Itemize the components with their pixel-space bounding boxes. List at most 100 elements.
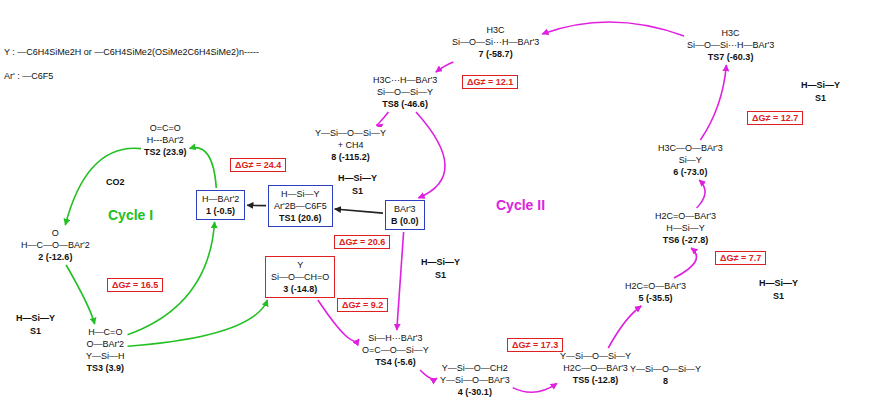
reaction-arrow: [420, 370, 437, 379]
barrier-box: ΔG≠ = 20.6: [334, 235, 390, 249]
atom-label: O=C—O—Si—Y: [361, 344, 430, 356]
atom-label: H2C—O—BAr'3: [562, 362, 629, 374]
atom-label: BAr'3: [393, 203, 417, 215]
reagent-label: H—Si—Y: [16, 312, 55, 324]
reaction-arrow: [247, 205, 266, 207]
highlight-box: YSi—O—CH=O3 (-14.8): [265, 256, 335, 298]
atom-label: H—C=O: [87, 326, 123, 338]
atom-label: H—Si—Y: [280, 188, 321, 200]
barrier-box: ΔG≠ = 17.3: [507, 338, 563, 352]
reagent-label: S1: [773, 290, 784, 302]
atom-label: Si—H···BAr'3: [367, 332, 423, 344]
species-structure: H3CSi—O—Si···H—BAr'3TS7 (-60.3): [686, 27, 775, 63]
barrier-value: ΔG≠ = 16.5: [111, 279, 159, 291]
reagent-label: S1: [352, 185, 363, 197]
atom-label: H3C: [486, 24, 506, 36]
species-label: TS2 (23.9): [143, 146, 188, 158]
reagent-label: CO2: [106, 176, 125, 188]
species-label: 4 (-30.1): [457, 386, 493, 398]
species-label: 5 (-35.5): [637, 292, 673, 304]
reaction-arrow: [700, 65, 726, 140]
reagent-label: S1: [815, 92, 826, 104]
reagent-label: H—Si—Y: [759, 277, 798, 289]
species-structure: H3C—O—BAr'3Si—Y6 (-73.0): [657, 142, 724, 178]
atom-label: O—BAr'2: [85, 338, 125, 350]
atom-label: Y—Si—O—Si—Y: [314, 127, 387, 139]
barrier-value: ΔG≠ = 7.7: [719, 252, 762, 264]
atom-label: H3C—O—BAr'3: [657, 142, 724, 154]
reaction-arrow: [190, 148, 217, 188]
species-structure: H2C=O—BAr'35 (-35.5): [624, 280, 687, 304]
atom-label: Si—Y: [678, 154, 703, 166]
species-label: TS7 (-60.3): [707, 51, 755, 63]
reaction-arrow: [397, 232, 404, 330]
species-structure: O=C=OH---BAr'2TS2 (23.9): [143, 122, 188, 158]
atom-label: + CH4: [337, 139, 365, 151]
note-text: Ar' : —C6F5: [4, 70, 53, 82]
species-label: B (0.0): [390, 215, 420, 227]
atom-label: H—BAr'2: [201, 193, 240, 205]
reagent-label: H—Si—Y: [801, 79, 840, 91]
highlight-box: BAr'3B (0.0): [385, 200, 425, 230]
atom-label: O=C=O: [149, 122, 182, 134]
atom-label: Y: [296, 259, 304, 271]
reaction-arrow: [436, 62, 454, 72]
species-structure: Si—H···BAr'3O=C—O—Si—YTS4 (-5.6): [361, 332, 430, 368]
species-label: 8: [662, 375, 669, 387]
barrier-value: ΔG≠ = 12.1: [466, 76, 514, 88]
reaction-arrow: [335, 209, 383, 213]
barrier-value: ΔG≠ = 24.4: [234, 159, 282, 171]
atom-label: Y—Si—O—CH2: [441, 362, 509, 374]
reaction-arrow: [416, 112, 445, 198]
barrier-box: ΔG≠ = 12.7: [747, 111, 803, 125]
species-label: TS6 (-27.8): [662, 234, 710, 246]
highlight-box: H—BAr'21 (-0.5): [196, 190, 245, 220]
species-label: TS8 (-46.6): [381, 98, 429, 110]
reaction-arrow: [513, 383, 557, 392]
reaction-arrow: [697, 180, 705, 208]
atom-label: H—C—O—BAr'2: [20, 239, 91, 251]
reaction-arrow: [608, 306, 641, 348]
species-label: 2 (-12.6): [37, 251, 73, 263]
reaction-arrow: [542, 22, 684, 36]
atom-label: Y—Si—O—Si—Y: [629, 363, 702, 375]
atom-label: Y—Si—O—Si—Y: [559, 350, 632, 362]
species-label: 8 (-115.2): [330, 151, 371, 163]
atom-label: Si—O—Si···H—BAr'3: [451, 36, 540, 48]
species-structure: H3CSi—O—Si···H—BAr'37 (-58.7): [451, 24, 540, 60]
barrier-box: ΔG≠ = 7.7: [715, 251, 766, 265]
atom-label: H2C=O—BAr'3: [624, 280, 687, 292]
reagent-label: H—Si—Y: [338, 172, 377, 184]
atom-label: H---BAr'2: [146, 134, 185, 146]
reagent-label: H—Si—Y: [421, 256, 460, 268]
species-structure: Y—Si—O—Si—Y8: [629, 363, 702, 387]
atom-label: Ar'2B—C6F5: [273, 200, 328, 212]
atom-label: O: [51, 227, 60, 239]
species-structure: H2C=O—BAr'3H—Si—YTS6 (-27.8): [654, 210, 717, 246]
highlight-box: H—Si—YAr'2B—C6F5TS1 (20.6): [268, 185, 333, 227]
species-label: 3 (-14.8): [282, 283, 318, 295]
species-structure: Y—Si—O—Si—YH2C—O—BAr'3TS5 (-12.8): [559, 350, 632, 386]
species-label: TS5 (-12.8): [572, 374, 620, 386]
barrier-box: ΔG≠ = 9.2: [337, 298, 388, 312]
atom-label: Y—Si—H: [85, 350, 126, 362]
species-label: 6 (-73.0): [672, 166, 708, 178]
species-label: TS1 (20.6): [278, 212, 323, 224]
species-structure: H3C···H—BAr'3Si—O—Si—YTS8 (-46.6): [372, 74, 438, 110]
atom-label: H2C=O—BAr'3: [654, 210, 717, 222]
barrier-value: ΔG≠ = 17.3: [511, 339, 559, 351]
species-structure: OH—C—O—BAr'22 (-12.6): [20, 227, 91, 263]
barrier-box: ΔG≠ = 16.5: [107, 278, 163, 292]
barrier-value: ΔG≠ = 9.2: [341, 299, 384, 311]
species-label: TS3 (3.9): [86, 362, 126, 374]
species-structure: Y—Si—O—CH2Y—Si—O—BAr'34 (-30.1): [439, 362, 511, 398]
reaction-arrow: [376, 112, 388, 125]
species-structure: Y—Si—O—Si—Y+ CH48 (-115.2): [314, 127, 387, 163]
reagent-label: S1: [30, 325, 41, 337]
atom-label: H3C···H—BAr'3: [372, 74, 438, 86]
reaction-arrow: [674, 248, 697, 278]
atom-label: Si—O—Si···H—BAr'3: [686, 39, 775, 51]
atom-label: H—Si—Y: [665, 222, 706, 234]
species-label: 1 (-0.5): [205, 205, 236, 217]
